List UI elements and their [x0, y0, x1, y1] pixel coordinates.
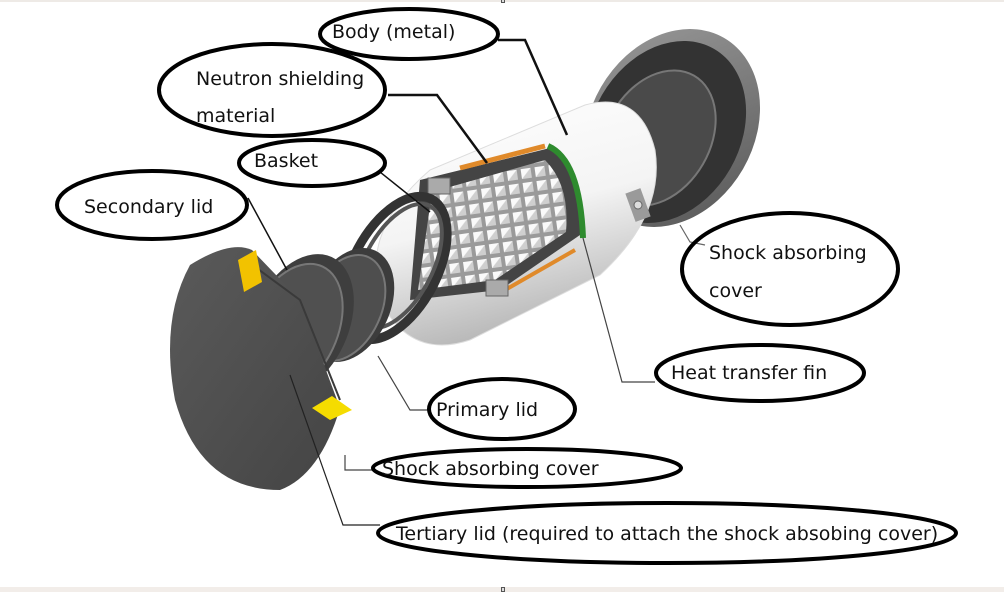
leader-shock-right [679, 224, 706, 246]
leader-body [498, 38, 569, 136]
basket-grid [418, 160, 567, 290]
trunnion-upper [427, 177, 451, 195]
label-neutron-shielding-line1: Neutron shielding [196, 68, 365, 90]
bottom-edge-marker [501, 587, 505, 592]
lid-insert-lower [312, 396, 352, 420]
leader-basket [379, 171, 431, 213]
cutaway-section [410, 143, 586, 300]
label-tertiary-lid: Tertiary lid (required to attach the sho… [396, 523, 939, 545]
tertiary-lid [170, 247, 352, 490]
leader-neutron [388, 93, 489, 164]
label-shock-absorbing-cover-right-line1: Shock absorbing [709, 242, 867, 264]
leader-primary [377, 355, 430, 411]
label-ellipses [55, 7, 958, 565]
label-heat-transfer-fin: Heat transfer fin [671, 362, 828, 384]
ellipse-body [318, 7, 500, 61]
leader-secondary [247, 197, 288, 271]
ellipse-tertiary [376, 501, 958, 565]
ellipse-shock-bottom [371, 447, 683, 489]
ellipse-heat-fin [654, 343, 866, 403]
ellipse-neutron [157, 42, 387, 138]
trunnion-lower [485, 279, 509, 297]
lid-insert-upper [238, 250, 262, 292]
leader-heat-fin [582, 237, 655, 383]
label-shock-absorbing-cover-bottom: Shock absorbing cover [382, 458, 599, 480]
top-edge-marker [501, 0, 505, 3]
ellipse-shock-right [680, 211, 900, 327]
ellipse-primary [427, 377, 577, 441]
ellipse-basket [237, 138, 387, 188]
label-neutron-shielding-line2: material [196, 105, 276, 127]
label-primary-lid: Primary lid [436, 399, 539, 421]
label-basket: Basket [254, 150, 319, 172]
label-secondary-lid: Secondary lid [84, 196, 214, 218]
neutron-shielding-strip-lower [504, 248, 576, 292]
leader-lines [247, 38, 706, 526]
label-shock-absorbing-cover-right-line2: cover [709, 280, 762, 302]
leader-shock-bottom [344, 455, 372, 471]
leader-tertiary [289, 374, 380, 526]
ellipse-secondary [55, 169, 249, 241]
label-body-metal: Body (metal) [332, 21, 456, 43]
heat-transfer-fin-arc [546, 143, 586, 239]
neutron-shielding-strip [459, 143, 546, 171]
